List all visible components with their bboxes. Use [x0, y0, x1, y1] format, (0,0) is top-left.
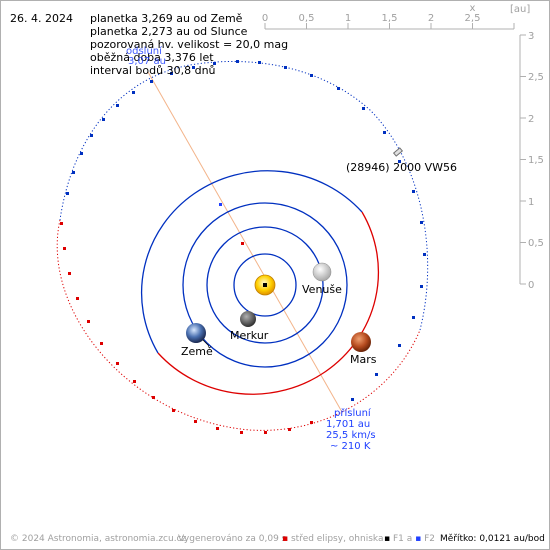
planet-orbits	[140, 170, 380, 395]
footer-sep: a	[406, 534, 413, 544]
x-tick-label: 1	[345, 13, 351, 24]
x-scale-axis	[264, 23, 515, 30]
earth-orbit	[182, 202, 348, 368]
asteroid-orbit-far	[59, 61, 429, 331]
x-scale-labels: 0 0,5 1 1,5 2 2,5 x	[262, 3, 481, 24]
earth-label: Země	[181, 345, 213, 358]
earth-planet	[186, 323, 206, 343]
footer-copyright: © 2024 Astronomia, astronomia.zcu.cz	[10, 534, 187, 544]
mars-planet	[351, 332, 371, 352]
footer-legend-center: ▪ střed elipsy, ohniska	[282, 534, 384, 544]
y-tick-label: 1	[528, 197, 534, 208]
mercury-label: Merkur	[230, 329, 269, 342]
asteroid-orbit	[56, 60, 429, 434]
y-tick-label: 0	[528, 280, 534, 291]
x-tick-label: 2	[428, 13, 434, 24]
perihelion-speed: 25,5 km/s	[326, 430, 376, 441]
mars-label: Mars	[350, 353, 377, 366]
footer-legend-foci: ▪ F1 a ▪ F2	[384, 534, 436, 544]
asteroid-orbit-near	[56, 219, 421, 431]
apsides-line	[147, 71, 343, 413]
footer-f1: F1	[392, 534, 404, 544]
mars-orbit-near	[157, 211, 380, 395]
asteroid-name: (28946) 2000 VW56	[346, 161, 457, 174]
y-tick-label: 3	[528, 31, 534, 42]
y-tick-label: 0,5	[528, 238, 544, 249]
info-interval: interval bodů 30,8 dnů	[90, 64, 216, 77]
info-magnitude: pozorovaná hv. velikost = 20,0 mag	[90, 38, 289, 51]
focus-f2-marker	[219, 203, 222, 206]
footer-legend-center-text: střed elipsy, ohniska	[290, 534, 384, 544]
x-tick-label: 2,5	[465, 13, 481, 24]
mercury-orbit	[233, 253, 297, 317]
info-period: oběžná doba 3,376 let	[90, 51, 214, 64]
y-tick-label: 2	[528, 114, 534, 125]
x-tick-label: 0	[262, 13, 268, 24]
footer-generated: Vygenerováno za 0,09 s	[178, 534, 287, 544]
ellipse-center-marker	[241, 242, 244, 245]
info-distance-sun: planetka 2,273 au od Slunce	[90, 25, 248, 38]
venus-label: Venuše	[302, 283, 342, 296]
x-tick-label: 1,5	[382, 13, 398, 24]
y-tick-label: 1,5	[528, 155, 544, 166]
footer-scale: Měřítko: 0,0121 au/bod	[440, 534, 545, 544]
mercury-planet	[240, 311, 256, 327]
asteroid-marker	[392, 147, 404, 157]
info-distance-earth: planetka 3,269 au od Země	[90, 12, 243, 25]
aphelion-title: odsluní	[126, 46, 162, 57]
x-axis-label: x	[470, 3, 476, 14]
x-tick-label: 0,5	[299, 13, 315, 24]
perihelion-distance: 1,701 au	[326, 419, 371, 430]
venus-planet	[312, 262, 332, 282]
y-scale-labels: 3 2,5 2 1,5 1 0,5 0 [au]	[510, 4, 544, 291]
perihelion-temperature: ~ 210 K	[330, 441, 371, 452]
date-label: 26. 4. 2024	[10, 12, 73, 25]
aphelion-distance: 3,07 au	[128, 56, 166, 67]
unit-label: [au]	[510, 4, 530, 15]
mars-orbit-far	[140, 170, 363, 354]
venus-orbit	[206, 226, 324, 344]
y-tick-label: 2,5	[528, 72, 544, 83]
perihelion-title: přísluní	[334, 408, 371, 419]
footer-f2: F2	[424, 534, 436, 544]
y-scale-axis	[519, 34, 526, 285]
